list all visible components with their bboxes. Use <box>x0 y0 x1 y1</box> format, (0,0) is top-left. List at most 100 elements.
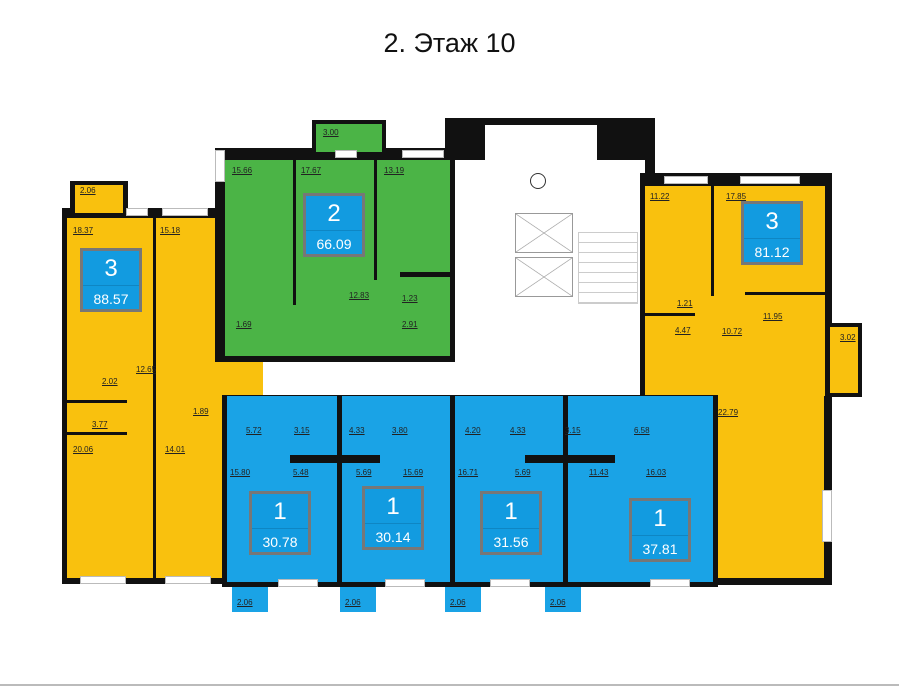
window <box>80 576 126 584</box>
wall <box>711 186 714 296</box>
room-area: 4.33 <box>510 426 526 435</box>
room-area: 16.71 <box>458 468 479 477</box>
total-area: 30.78 <box>262 534 298 550</box>
room-area: 13.19 <box>384 166 405 175</box>
room-area: 4.20 <box>465 426 481 435</box>
room-area: 2.06 <box>237 598 253 607</box>
room-area: 3.02 <box>840 333 856 342</box>
room-area: 12.83 <box>349 291 370 300</box>
room-area: 15.80 <box>230 468 251 477</box>
room-area: 11.22 <box>650 192 670 201</box>
wall <box>645 313 695 316</box>
window <box>335 150 357 158</box>
window <box>165 576 211 584</box>
room-area: 5.72 <box>246 426 262 435</box>
room-area: 2.06 <box>450 598 466 607</box>
window <box>402 150 444 158</box>
total-area: 88.57 <box>93 291 129 307</box>
room-area: 11.43 <box>589 468 609 477</box>
room-count: 1 <box>632 501 688 536</box>
window <box>664 176 708 184</box>
room-count: 3 <box>83 251 139 286</box>
room-area: 4.47 <box>675 326 691 335</box>
room-area: 3.80 <box>392 426 408 435</box>
balcony <box>830 327 858 393</box>
room-area: 11.95 <box>763 312 783 321</box>
room-area: 10.72 <box>722 327 743 336</box>
room-area: 3.00 <box>323 128 339 137</box>
hallway <box>260 360 650 396</box>
wall <box>374 160 377 280</box>
room-area: 15.18 <box>160 226 181 235</box>
balcony <box>340 587 376 612</box>
room-area: 15.66 <box>232 166 253 175</box>
room-area: 15.69 <box>403 468 424 477</box>
room-area: 3.15 <box>565 426 581 435</box>
window <box>278 579 318 587</box>
room-area: 3.77 <box>92 420 108 429</box>
room-area: 1.21 <box>677 299 693 308</box>
room-count: 1 <box>483 494 539 529</box>
elevator-2 <box>515 257 573 297</box>
window <box>822 490 832 542</box>
window <box>162 208 208 216</box>
room-area: 2.02 <box>102 377 118 386</box>
room-area: 17.85 <box>726 192 747 201</box>
room-area: 2.06 <box>550 598 566 607</box>
room-area: 18.37 <box>73 226 94 235</box>
wall <box>400 272 450 277</box>
window <box>740 176 800 184</box>
room-area: 22.79 <box>718 408 739 417</box>
staircase <box>578 232 638 304</box>
wall <box>67 400 127 403</box>
total-area: 30.14 <box>375 529 411 545</box>
elevator-1 <box>515 213 573 253</box>
wall <box>745 292 825 295</box>
room-count: 2 <box>306 196 362 231</box>
wall <box>67 432 127 435</box>
apartment-2[interactable] <box>225 160 450 356</box>
room-area: 1.89 <box>193 407 209 416</box>
window <box>385 579 425 587</box>
room-area: 12.65 <box>136 365 157 374</box>
room-area: 14.01 <box>165 445 186 454</box>
page-title: 2. Этаж 10 <box>383 28 516 58</box>
room-area: 5.69 <box>356 468 372 477</box>
wall <box>525 455 615 463</box>
room-area: 5.48 <box>293 468 309 477</box>
window <box>215 150 225 182</box>
wall <box>293 160 296 305</box>
room-area: 2.06 <box>80 186 96 195</box>
window <box>490 579 530 587</box>
room-area: 2.06 <box>345 598 361 607</box>
balcony <box>232 587 268 612</box>
room-area: 2.91 <box>402 320 418 329</box>
room-area: 4.33 <box>349 426 365 435</box>
balcony <box>75 185 123 213</box>
wall <box>290 455 380 463</box>
balcony <box>445 587 481 612</box>
window <box>650 579 690 587</box>
apartment-3-right-lower <box>716 390 824 578</box>
total-area: 31.56 <box>493 534 529 550</box>
total-area: 66.09 <box>316 236 352 252</box>
total-area: 81.12 <box>754 244 790 260</box>
balcony <box>316 124 382 152</box>
room-area: 3.15 <box>294 426 310 435</box>
balcony <box>545 587 581 612</box>
total-area: 37.81 <box>642 541 678 557</box>
room-count: 1 <box>252 494 308 529</box>
window <box>126 208 148 216</box>
room-area: 6.58 <box>634 426 650 435</box>
room-area: 1.69 <box>236 320 252 329</box>
room-count: 3 <box>744 204 800 239</box>
room-area: 17.67 <box>301 166 322 175</box>
